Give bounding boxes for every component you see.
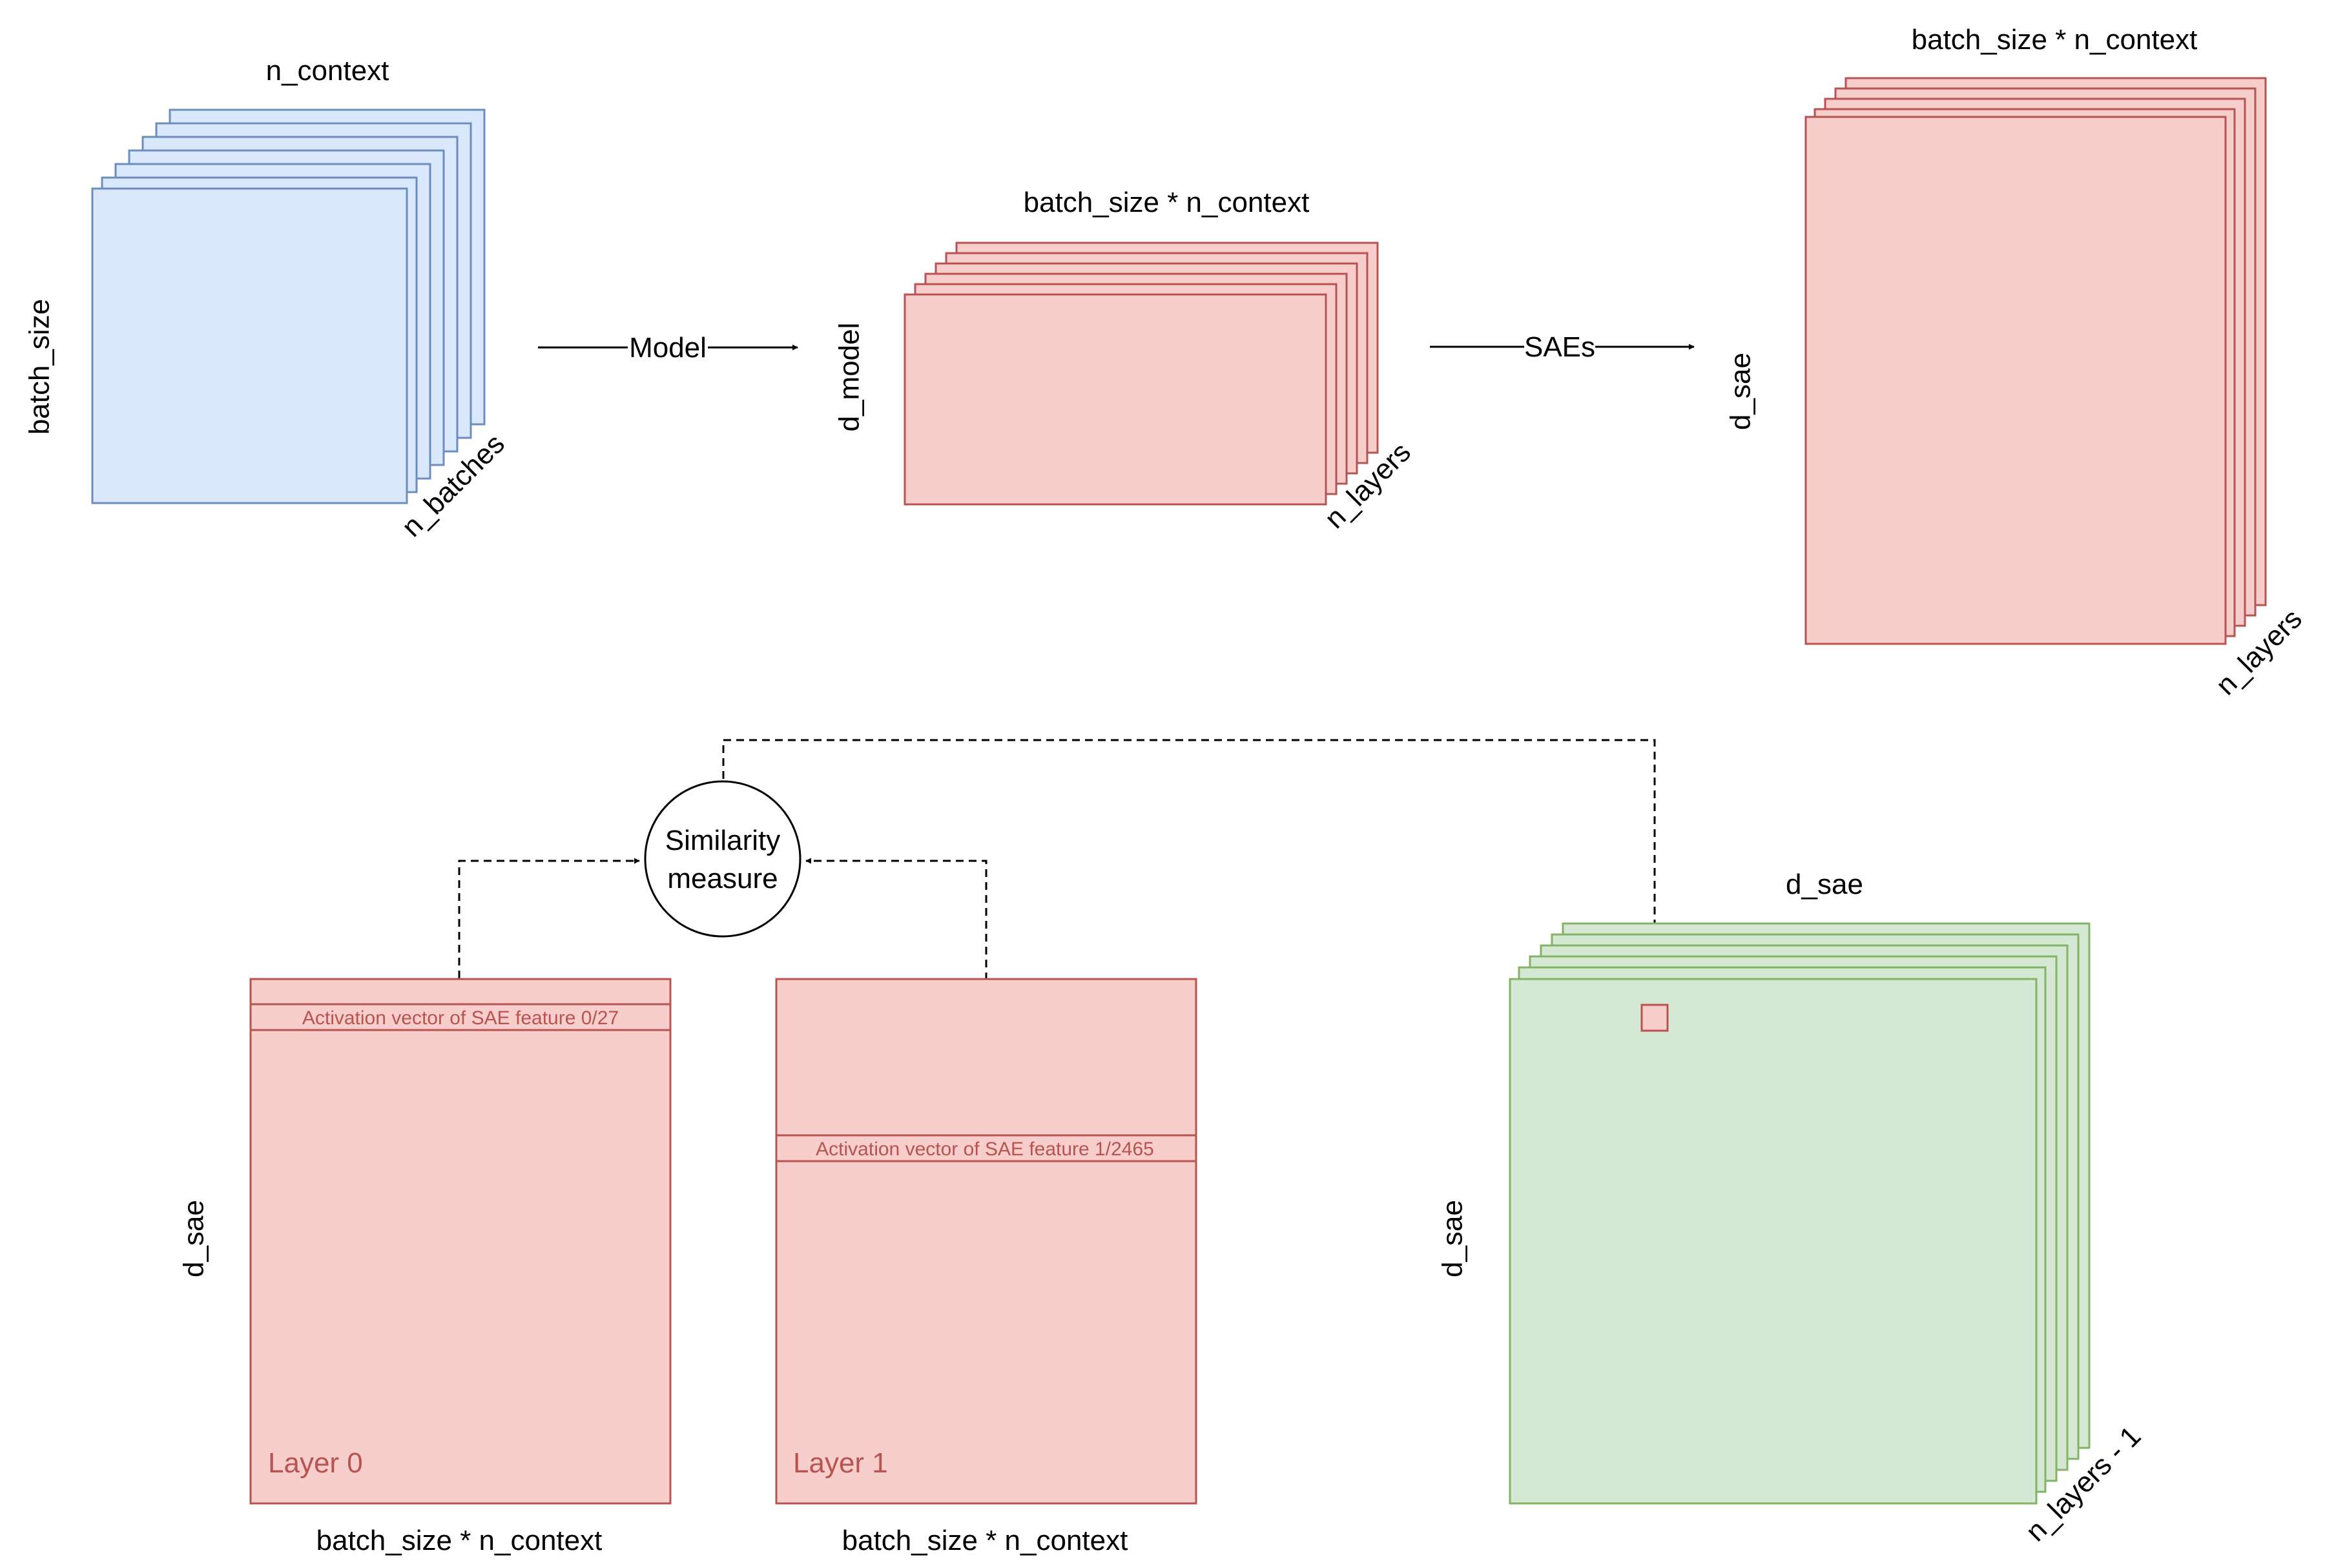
similarity-matrix-stack (1509, 922, 2091, 1505)
similarity-label-line1: Similarity (665, 825, 780, 856)
sae-activation-front (1804, 116, 2227, 645)
layer1-title: Layer 1 (793, 1447, 888, 1479)
input-batch-front (91, 187, 408, 504)
similarity-matrix-front (1509, 978, 2038, 1505)
sae-side-label: d_sae (1725, 353, 1757, 430)
similarity-cell (1640, 1004, 1669, 1032)
model-label-bg (628, 331, 708, 364)
input-side-label: batch_size (24, 299, 56, 435)
layer1-feature-row (775, 1134, 1197, 1162)
input-top-label: n_context (266, 55, 389, 87)
similarity-to-cell-connector (722, 739, 1658, 1005)
saes-arrow-label: SAEs (1524, 331, 1595, 363)
layer1-matrix-body (775, 978, 1197, 1505)
similarity-measure-node (644, 780, 801, 938)
model-top-label: batch_size * n_context (1024, 187, 1310, 218)
saes-label-bg (1524, 331, 1595, 363)
layer0-matrix-body (249, 978, 672, 1505)
model-side-label: d_model (834, 323, 865, 432)
input-batches-stack (91, 108, 486, 504)
matrix-top-label: d_sae (1786, 869, 1863, 900)
layer0-to-similarity-connector (458, 858, 640, 1004)
layer0-bottom-label: batch_size * n_context (316, 1525, 603, 1556)
sae-activations-stack (1804, 77, 2267, 645)
layer1-matrix (775, 978, 1197, 1505)
layer0-title: Layer 0 (268, 1447, 363, 1479)
layer0-feature-row-label: Activation vector of SAE feature 0/27 (302, 1007, 619, 1029)
sae-top-label: batch_size * n_context (1912, 24, 2198, 56)
layer1-bottom-label: batch_size * n_context (842, 1525, 1128, 1556)
layer1-feature-row-label: Activation vector of SAE feature 1/2465 (816, 1139, 1154, 1160)
model-activations-stack (904, 242, 1379, 506)
layer0-side-label: d_sae (178, 1200, 210, 1277)
layer0-feature-row (249, 1003, 672, 1031)
model-activation-front (904, 293, 1327, 506)
model-arrow-label: Model (629, 332, 707, 364)
matrix-side-label: d_sae (1437, 1200, 1469, 1277)
layer0-matrix (249, 978, 672, 1505)
similarity-label-line2: measure (667, 863, 778, 894)
